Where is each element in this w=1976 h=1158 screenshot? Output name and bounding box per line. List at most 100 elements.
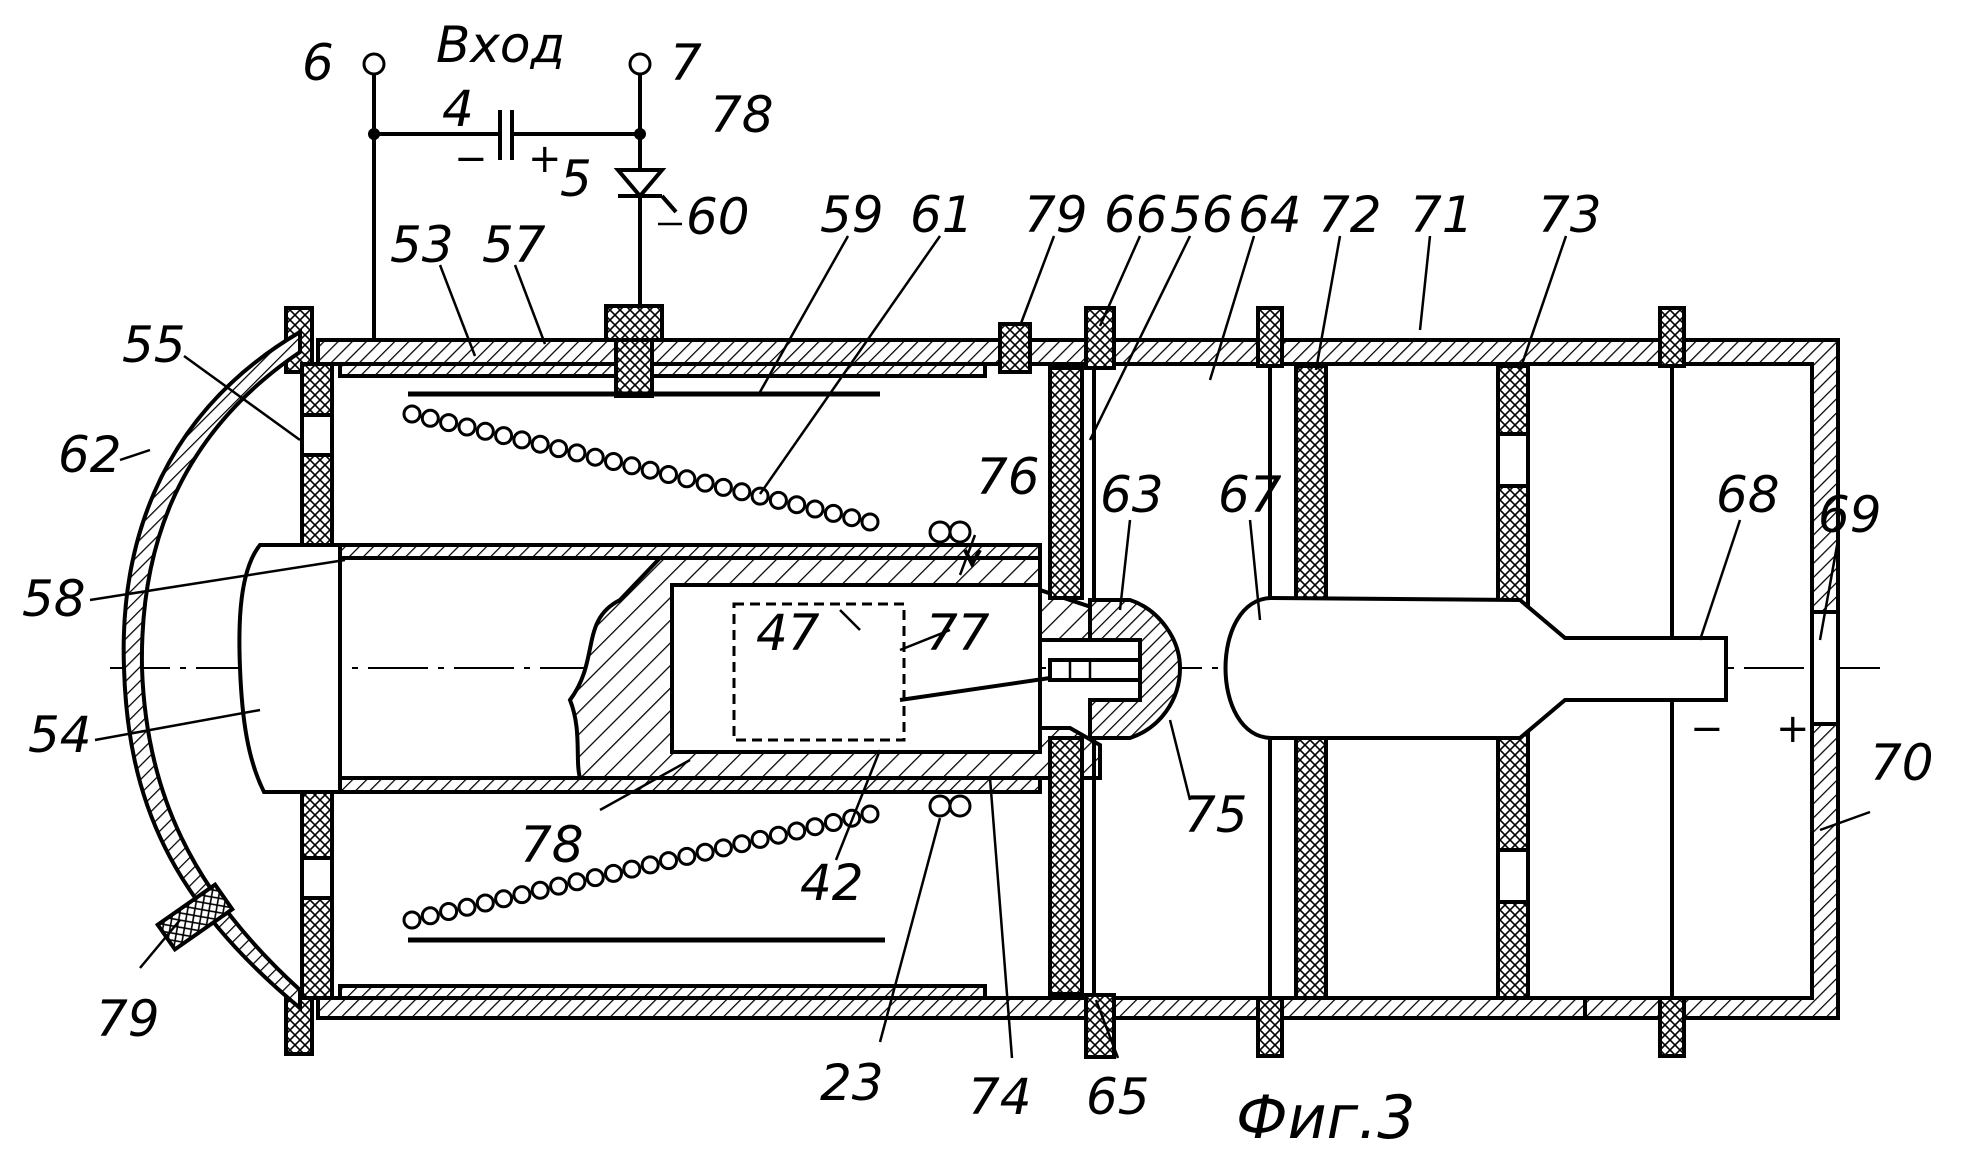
coil-turn: [512, 430, 532, 450]
label-69: 69: [1818, 486, 1882, 544]
label-67: 67: [1218, 466, 1282, 524]
insulator-55: [300, 362, 334, 1000]
label-42: 42: [800, 854, 864, 912]
housing-bottom-wall: [316, 996, 1587, 1020]
cavity-47: [670, 583, 1042, 754]
label-6: 6: [302, 34, 334, 92]
inner-liner-bottom: [338, 984, 987, 1000]
label-63: 63: [1100, 466, 1164, 524]
coil-turn: [402, 404, 422, 424]
input-circuit: [362, 52, 678, 340]
coil-ends: [928, 520, 972, 818]
coil-turn: [750, 829, 770, 849]
label-55: 55: [122, 316, 186, 374]
insulator-73: [1496, 364, 1530, 1000]
coil-turn: [604, 863, 623, 883]
coil-turn: [567, 443, 587, 463]
label-4: 4: [442, 80, 474, 138]
label-79-top: 79: [1024, 186, 1088, 244]
label-7: 7: [670, 34, 702, 92]
reference-labels: 6 Вход 7 4 78 − + 5 60 53 57 59 61 79 66…: [22, 16, 1934, 1153]
coil-turn: [585, 447, 605, 467]
coil-turn: [768, 490, 788, 510]
coil-turn: [640, 460, 660, 480]
coil-turn: [713, 838, 733, 858]
coil-turn: [768, 825, 788, 845]
coil-turn: [622, 456, 642, 476]
coil-turn: [823, 813, 843, 832]
bolt-79-top: [998, 322, 1032, 374]
label-plus: +: [528, 136, 562, 182]
coil-turn: [695, 473, 715, 493]
label-56: 56: [1170, 186, 1234, 244]
label-65: 65: [1086, 1068, 1150, 1126]
coil-turn: [567, 872, 587, 892]
label-54: 54: [28, 706, 92, 764]
coil-turn: [439, 413, 459, 433]
coil-turn: [585, 868, 605, 888]
feedthrough-60-cap: [604, 304, 664, 342]
coil-turn: [457, 897, 477, 917]
coil-turn: [750, 486, 770, 506]
label-58: 58: [22, 570, 86, 628]
label-77: 77: [926, 604, 990, 662]
label-75: 75: [1184, 786, 1248, 844]
coil-turn: [640, 855, 660, 875]
label-79-bottom: 79: [96, 990, 160, 1048]
inner-liner-top: [338, 362, 987, 378]
coil-turn: [787, 821, 807, 841]
coil-61-lower: [402, 804, 880, 930]
coil-turn: [494, 426, 514, 446]
electrode-67: [1223, 595, 1728, 740]
label-47: 47: [756, 604, 820, 662]
coil-turn: [787, 495, 807, 515]
coil-turn: [457, 417, 477, 437]
coil-turn: [475, 421, 495, 441]
label-5: 5: [560, 150, 592, 208]
coil-turn: [420, 408, 440, 428]
cavity-corner: [670, 720, 715, 754]
coil-turn: [860, 804, 880, 824]
coil-turn: [659, 851, 678, 871]
label-71: 71: [1410, 186, 1474, 244]
coil-turn: [677, 469, 697, 489]
label-74: 74: [968, 1068, 1032, 1126]
label-57: 57: [482, 216, 546, 274]
feedthrough-60: [614, 338, 654, 398]
coil-turn: [713, 477, 733, 497]
label-70: 70: [1870, 734, 1934, 792]
coil-turn: [622, 859, 642, 879]
label-78-top: 78: [710, 86, 774, 144]
coil-turn: [530, 880, 550, 900]
window-69: [1810, 610, 1840, 726]
coil-61: [402, 404, 880, 532]
label-23: 23: [820, 1054, 884, 1112]
coil-turn: [823, 503, 843, 523]
figure-caption: Фиг.3: [1236, 1083, 1415, 1153]
coil-turn: [732, 482, 752, 502]
coil-turn: [604, 452, 623, 471]
label-minus: −: [454, 136, 488, 182]
coil-turn: [402, 910, 422, 930]
label-60: 60: [686, 188, 750, 246]
dome-contact-63: [1088, 598, 1183, 740]
label-62: 62: [58, 426, 122, 484]
label-78-bottom: 78: [520, 816, 584, 874]
coil-turn: [677, 846, 697, 866]
label-73: 73: [1538, 186, 1602, 244]
label-out-minus: −: [1690, 706, 1724, 752]
coil-turn: [494, 889, 514, 909]
module-47-dashed: [732, 602, 906, 742]
label-72: 72: [1318, 186, 1382, 244]
coil-turn: [695, 842, 715, 862]
coil-turn: [530, 434, 550, 454]
coil-turn: [475, 893, 495, 913]
label-66: 66: [1104, 186, 1168, 244]
label-64: 64: [1238, 186, 1302, 244]
coil-turn: [805, 817, 825, 837]
leader-lines: [89, 222, 1871, 1059]
coil-turn: [420, 906, 440, 926]
label-out-plus: +: [1776, 706, 1810, 752]
coil-turn: [512, 885, 532, 905]
